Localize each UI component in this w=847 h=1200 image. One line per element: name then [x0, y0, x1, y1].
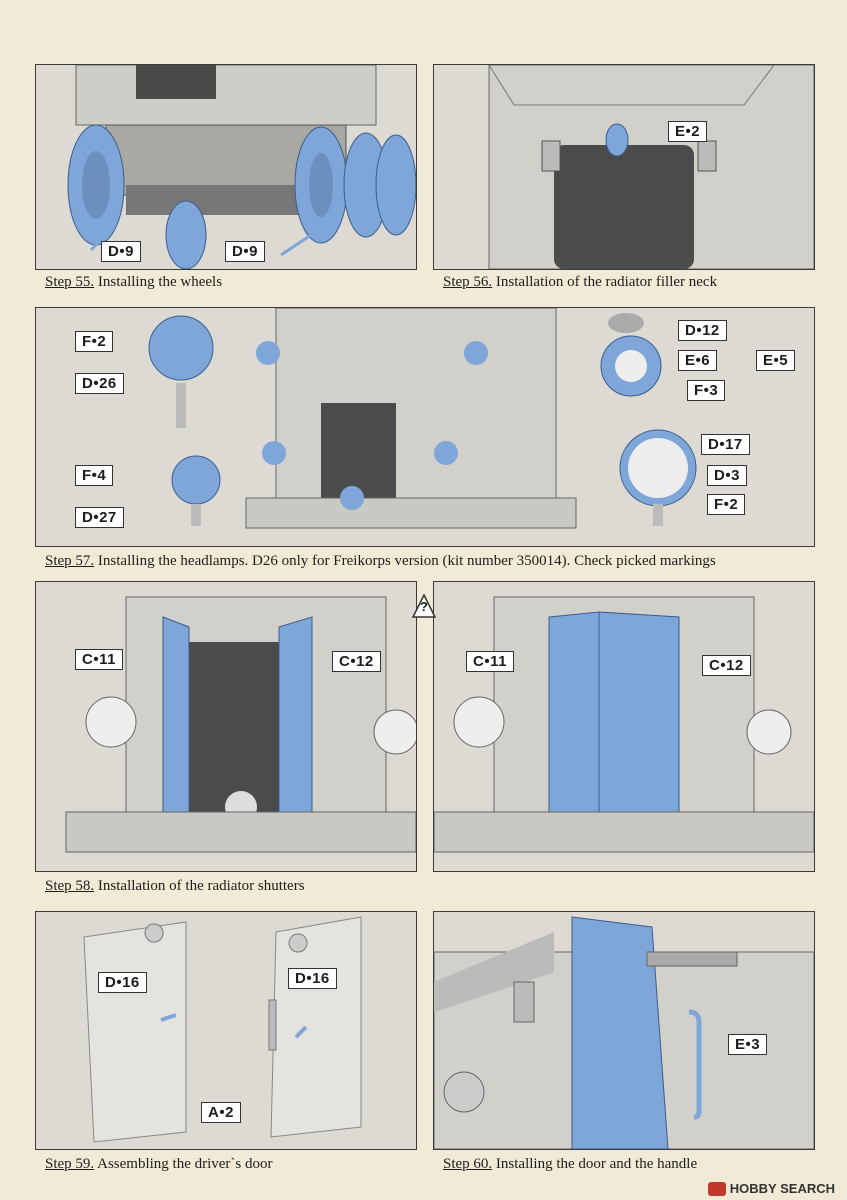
step-56-number: Step 56.: [443, 274, 493, 290]
step-58-text: Installation of the radiator shutters: [97, 878, 305, 894]
step-55-number: Step 55.: [45, 274, 95, 290]
label-f3: F•3: [687, 380, 726, 401]
radiator-shutters-closed-illustration: [434, 596, 814, 853]
step-59-text: Assembling the driver`s door: [97, 1156, 273, 1172]
step-59-number: Step 59.: [45, 1156, 95, 1172]
step-55-caption: Step 55. Installing the wheels: [45, 273, 222, 291]
radiator-shutters-open-illustration: [65, 596, 416, 853]
watermark: HOBBY SEARCH: [707, 1181, 835, 1196]
hobby-search-logo-icon: [707, 1181, 726, 1196]
label-f2-right: F•2: [707, 494, 746, 515]
step-59-caption: Step 59. Assembling the driver`s door: [45, 1155, 273, 1173]
label-f2-left: F•2: [75, 331, 114, 352]
wheels-illustration: [67, 65, 416, 269]
step-60-caption: Step 60. Installing the door and the han…: [443, 1155, 697, 1173]
label-c11-right: C•11: [466, 651, 514, 672]
label-f4: F•4: [75, 465, 114, 486]
warning-mark: ?: [420, 599, 428, 614]
label-a2: A•2: [201, 1102, 241, 1123]
step-58-caption: Step 58. Installation of the radiator sh…: [45, 877, 305, 895]
step-60-number: Step 60.: [443, 1156, 493, 1172]
label-c12-right: C•12: [702, 655, 751, 676]
door-handle-illustration: [434, 916, 814, 1149]
label-d9-right: D•9: [225, 241, 265, 262]
warning-icon: [412, 594, 436, 618]
step-55-text: Installing the wheels: [97, 274, 223, 290]
label-d9-left: D•9: [101, 241, 141, 262]
step-57-number: Step 57.: [45, 553, 95, 569]
label-e6: E•6: [678, 350, 718, 371]
label-d17: D•17: [701, 434, 750, 455]
step-57-panel: [35, 307, 815, 547]
radiator-filler-illustration: [488, 65, 814, 269]
label-e5: E•5: [756, 350, 796, 371]
step-57-text: Installing the headlamps. D26 only for F…: [97, 553, 716, 569]
label-d16-right: D•16: [288, 968, 337, 989]
label-c12-left: C•12: [332, 651, 381, 672]
step-60-text: Installing the door and the handle: [495, 1156, 698, 1172]
label-d3: D•3: [707, 465, 747, 486]
label-d27: D•27: [75, 507, 124, 528]
headlamps-illustration: [148, 308, 697, 529]
label-c11-left: C•11: [75, 649, 123, 670]
step-58-panel-right: [433, 581, 815, 872]
label-e2: E•2: [668, 121, 708, 142]
step-56-panel: [433, 64, 815, 270]
label-d16-left: D•16: [98, 972, 147, 993]
step-58-panel-left: [35, 581, 417, 872]
watermark-text: HOBBY SEARCH: [729, 1181, 835, 1196]
step-55-panel: [35, 64, 417, 270]
step-60-panel: [433, 911, 815, 1150]
step-56-caption: Step 56. Installation of the radiator fi…: [443, 273, 717, 291]
label-e3: E•3: [728, 1034, 768, 1055]
label-d12: D•12: [678, 320, 727, 341]
step-57-caption: Step 57. Installing the headlamps. D26 o…: [45, 552, 716, 570]
label-d26: D•26: [75, 373, 124, 394]
step-58-number: Step 58.: [45, 878, 95, 894]
step-56-text: Installation of the radiator filler neck: [495, 274, 718, 290]
